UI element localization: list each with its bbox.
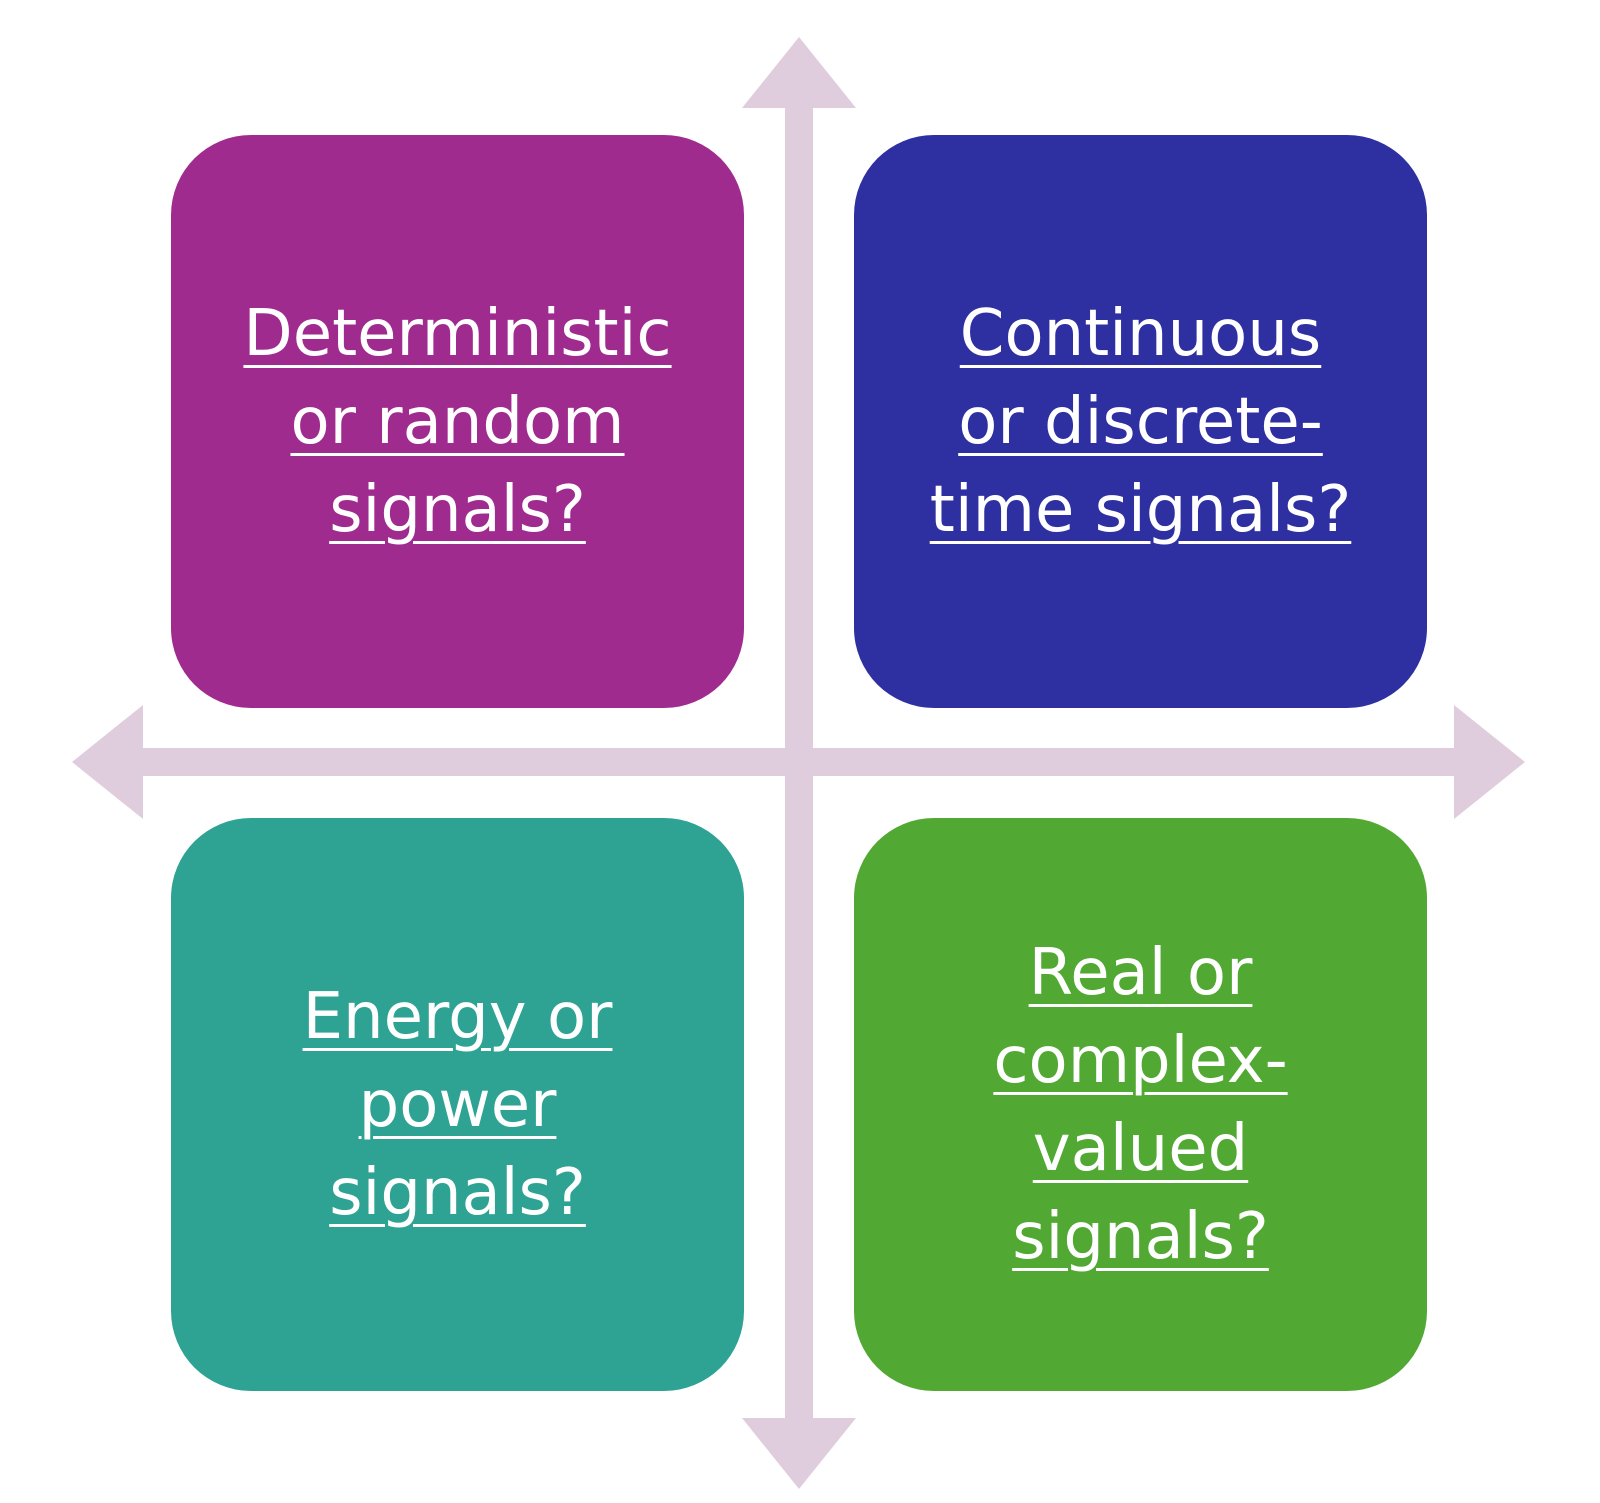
- energy-or-power-link[interactable]: Energy or power signals?: [302, 979, 613, 1230]
- quadrant-top-right: Continuous or discrete- time signals?: [854, 135, 1427, 708]
- deterministic-or-random-link[interactable]: Deterministic or random signals?: [243, 296, 672, 547]
- continuous-or-discrete-time-link[interactable]: Continuous or discrete- time signals?: [929, 296, 1352, 547]
- quadrant-bottom-left: Energy or power signals?: [171, 818, 744, 1391]
- real-or-complex-valued-link[interactable]: Real or complex- valued signals?: [993, 935, 1288, 1274]
- horizontal-axis-arrow: [72, 705, 1525, 819]
- quadrant-top-left: Deterministic or random signals?: [171, 135, 744, 708]
- quadrant-bottom-right: Real or complex- valued signals?: [854, 818, 1427, 1391]
